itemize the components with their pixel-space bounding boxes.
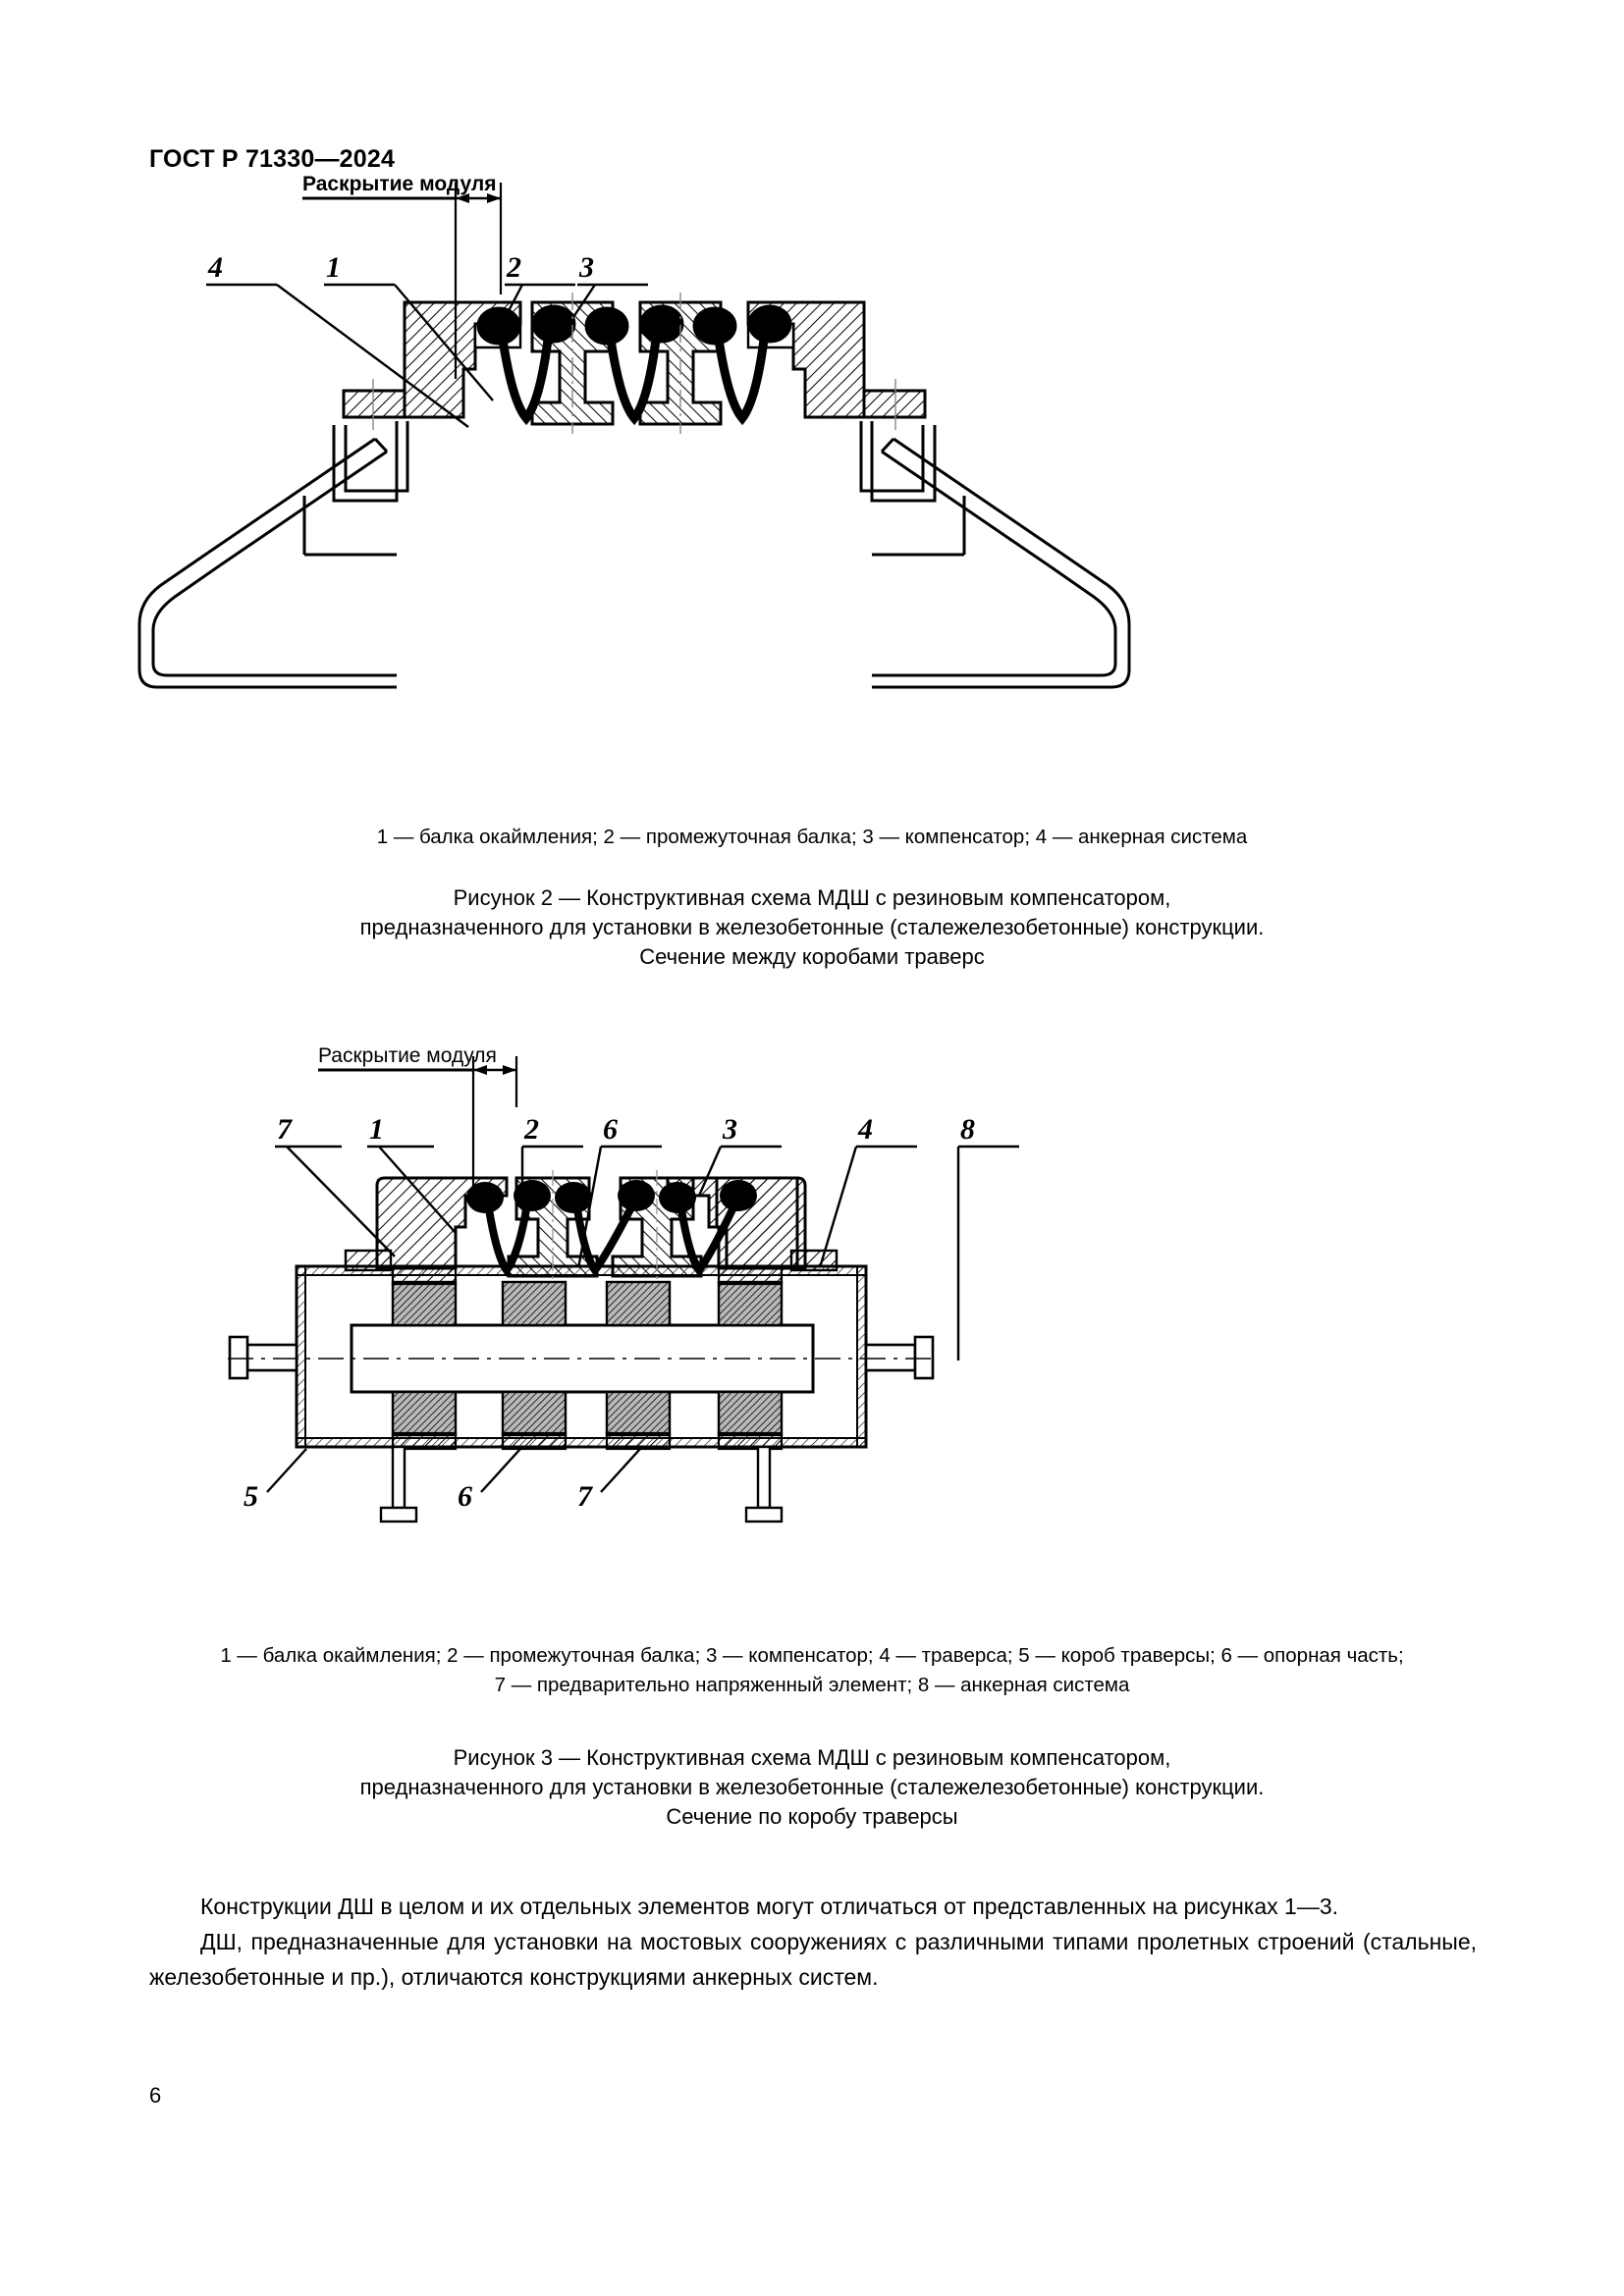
figure3-callout-2: 2 xyxy=(523,1113,539,1146)
figure-2-caption-line-2: предназначенного для установки в железоб… xyxy=(359,915,1265,939)
figure-2-caption-line-3: Сечение между коробами траверс xyxy=(639,944,985,969)
figure-2-caption: Рисунок 2 — Конструктивная схема МДШ с р… xyxy=(110,883,1514,972)
bearings xyxy=(391,1280,784,1437)
figure2-callout-4: 4 xyxy=(207,251,223,284)
figure3-callout-bottom-5: 5 xyxy=(244,1480,258,1513)
figure-3-legend-line-2: 7 — предварительно напряженный элемент; … xyxy=(494,1674,1130,1696)
figure3-callout-6: 6 xyxy=(603,1113,618,1146)
figure-3-caption-line-3: Сечение по коробу траверсы xyxy=(666,1804,958,1829)
page-title: ГОСТ Р 71330—2024 xyxy=(149,145,396,173)
figure-2-drawing: Раскрытие модуля xyxy=(137,183,1131,689)
figure3-left-edge-beam xyxy=(375,1176,509,1270)
figure3-callout-3: 3 xyxy=(722,1113,737,1146)
anchor-system-left xyxy=(137,421,409,689)
figure-2-legend-text: 1 — балка окаймления; 2 — промежуточная … xyxy=(376,826,1248,848)
figure3-callout-4: 4 xyxy=(857,1113,873,1146)
figure-2: Раскрытие модуля xyxy=(110,173,1514,785)
figure3-rubber-compensators xyxy=(466,1180,757,1277)
anchor-system-right xyxy=(859,421,1131,689)
figure-2-legend: 1 — балка окаймления; 2 — промежуточная … xyxy=(110,823,1514,852)
figure2-module-opening-label: Раскрытие модуля xyxy=(302,173,497,195)
rubber-compensators xyxy=(476,304,792,426)
figure3-module-opening-label: Раскрытие модуля xyxy=(318,1044,497,1067)
figure-2-caption-line-1: Рисунок 2 — Конструктивная схема МДШ с р… xyxy=(453,885,1171,910)
figure-3-caption: Рисунок 3 — Конструктивная схема МДШ с р… xyxy=(110,1743,1514,1832)
figure2-callout-3: 3 xyxy=(578,251,594,284)
body-paragraph-1: Конструкции ДШ в целом и их отдельных эл… xyxy=(200,1894,1339,1919)
figure-3-caption-line-2: предназначенного для установки в железоб… xyxy=(359,1775,1265,1799)
figure-3: 7 1 2 6 3 4 8 5 6 7 Раскрытие модуля xyxy=(110,1044,1514,1598)
left-edge-plate xyxy=(342,389,406,419)
prestressed-elements xyxy=(391,1266,784,1451)
figure3-callout-8: 8 xyxy=(960,1113,975,1146)
page-number: 6 xyxy=(149,2083,162,2108)
right-edge-plate xyxy=(862,389,927,419)
body-paragraph-2: ДШ, предназначенные для установки на мос… xyxy=(149,1929,1477,1990)
figure3-callout-bottom-6: 6 xyxy=(458,1480,472,1513)
anchor-bolts xyxy=(379,1445,784,1523)
figure-3-legend-line-1: 1 — балка окаймления; 2 — промежуточная … xyxy=(220,1644,1404,1667)
figure2-callout-2: 2 xyxy=(506,251,521,284)
figure3-callout-7: 7 xyxy=(277,1113,293,1146)
figure-3-drawing: 7 1 2 6 3 4 8 5 6 7 xyxy=(228,1056,1019,1523)
figure-3-legend: 1 — балка окаймления; 2 — промежуточная … xyxy=(110,1641,1514,1700)
figure3-callout-bottom-7: 7 xyxy=(577,1480,593,1513)
traverse-shaft xyxy=(228,1323,937,1394)
figure-3-caption-line-1: Рисунок 3 — Конструктивная схема МДШ с р… xyxy=(453,1745,1171,1770)
figure2-callout-1: 1 xyxy=(326,251,341,284)
figure3-callout-1: 1 xyxy=(369,1113,384,1146)
body-content: Конструкции ДШ в целом и их отдельных эл… xyxy=(149,1889,1477,1995)
